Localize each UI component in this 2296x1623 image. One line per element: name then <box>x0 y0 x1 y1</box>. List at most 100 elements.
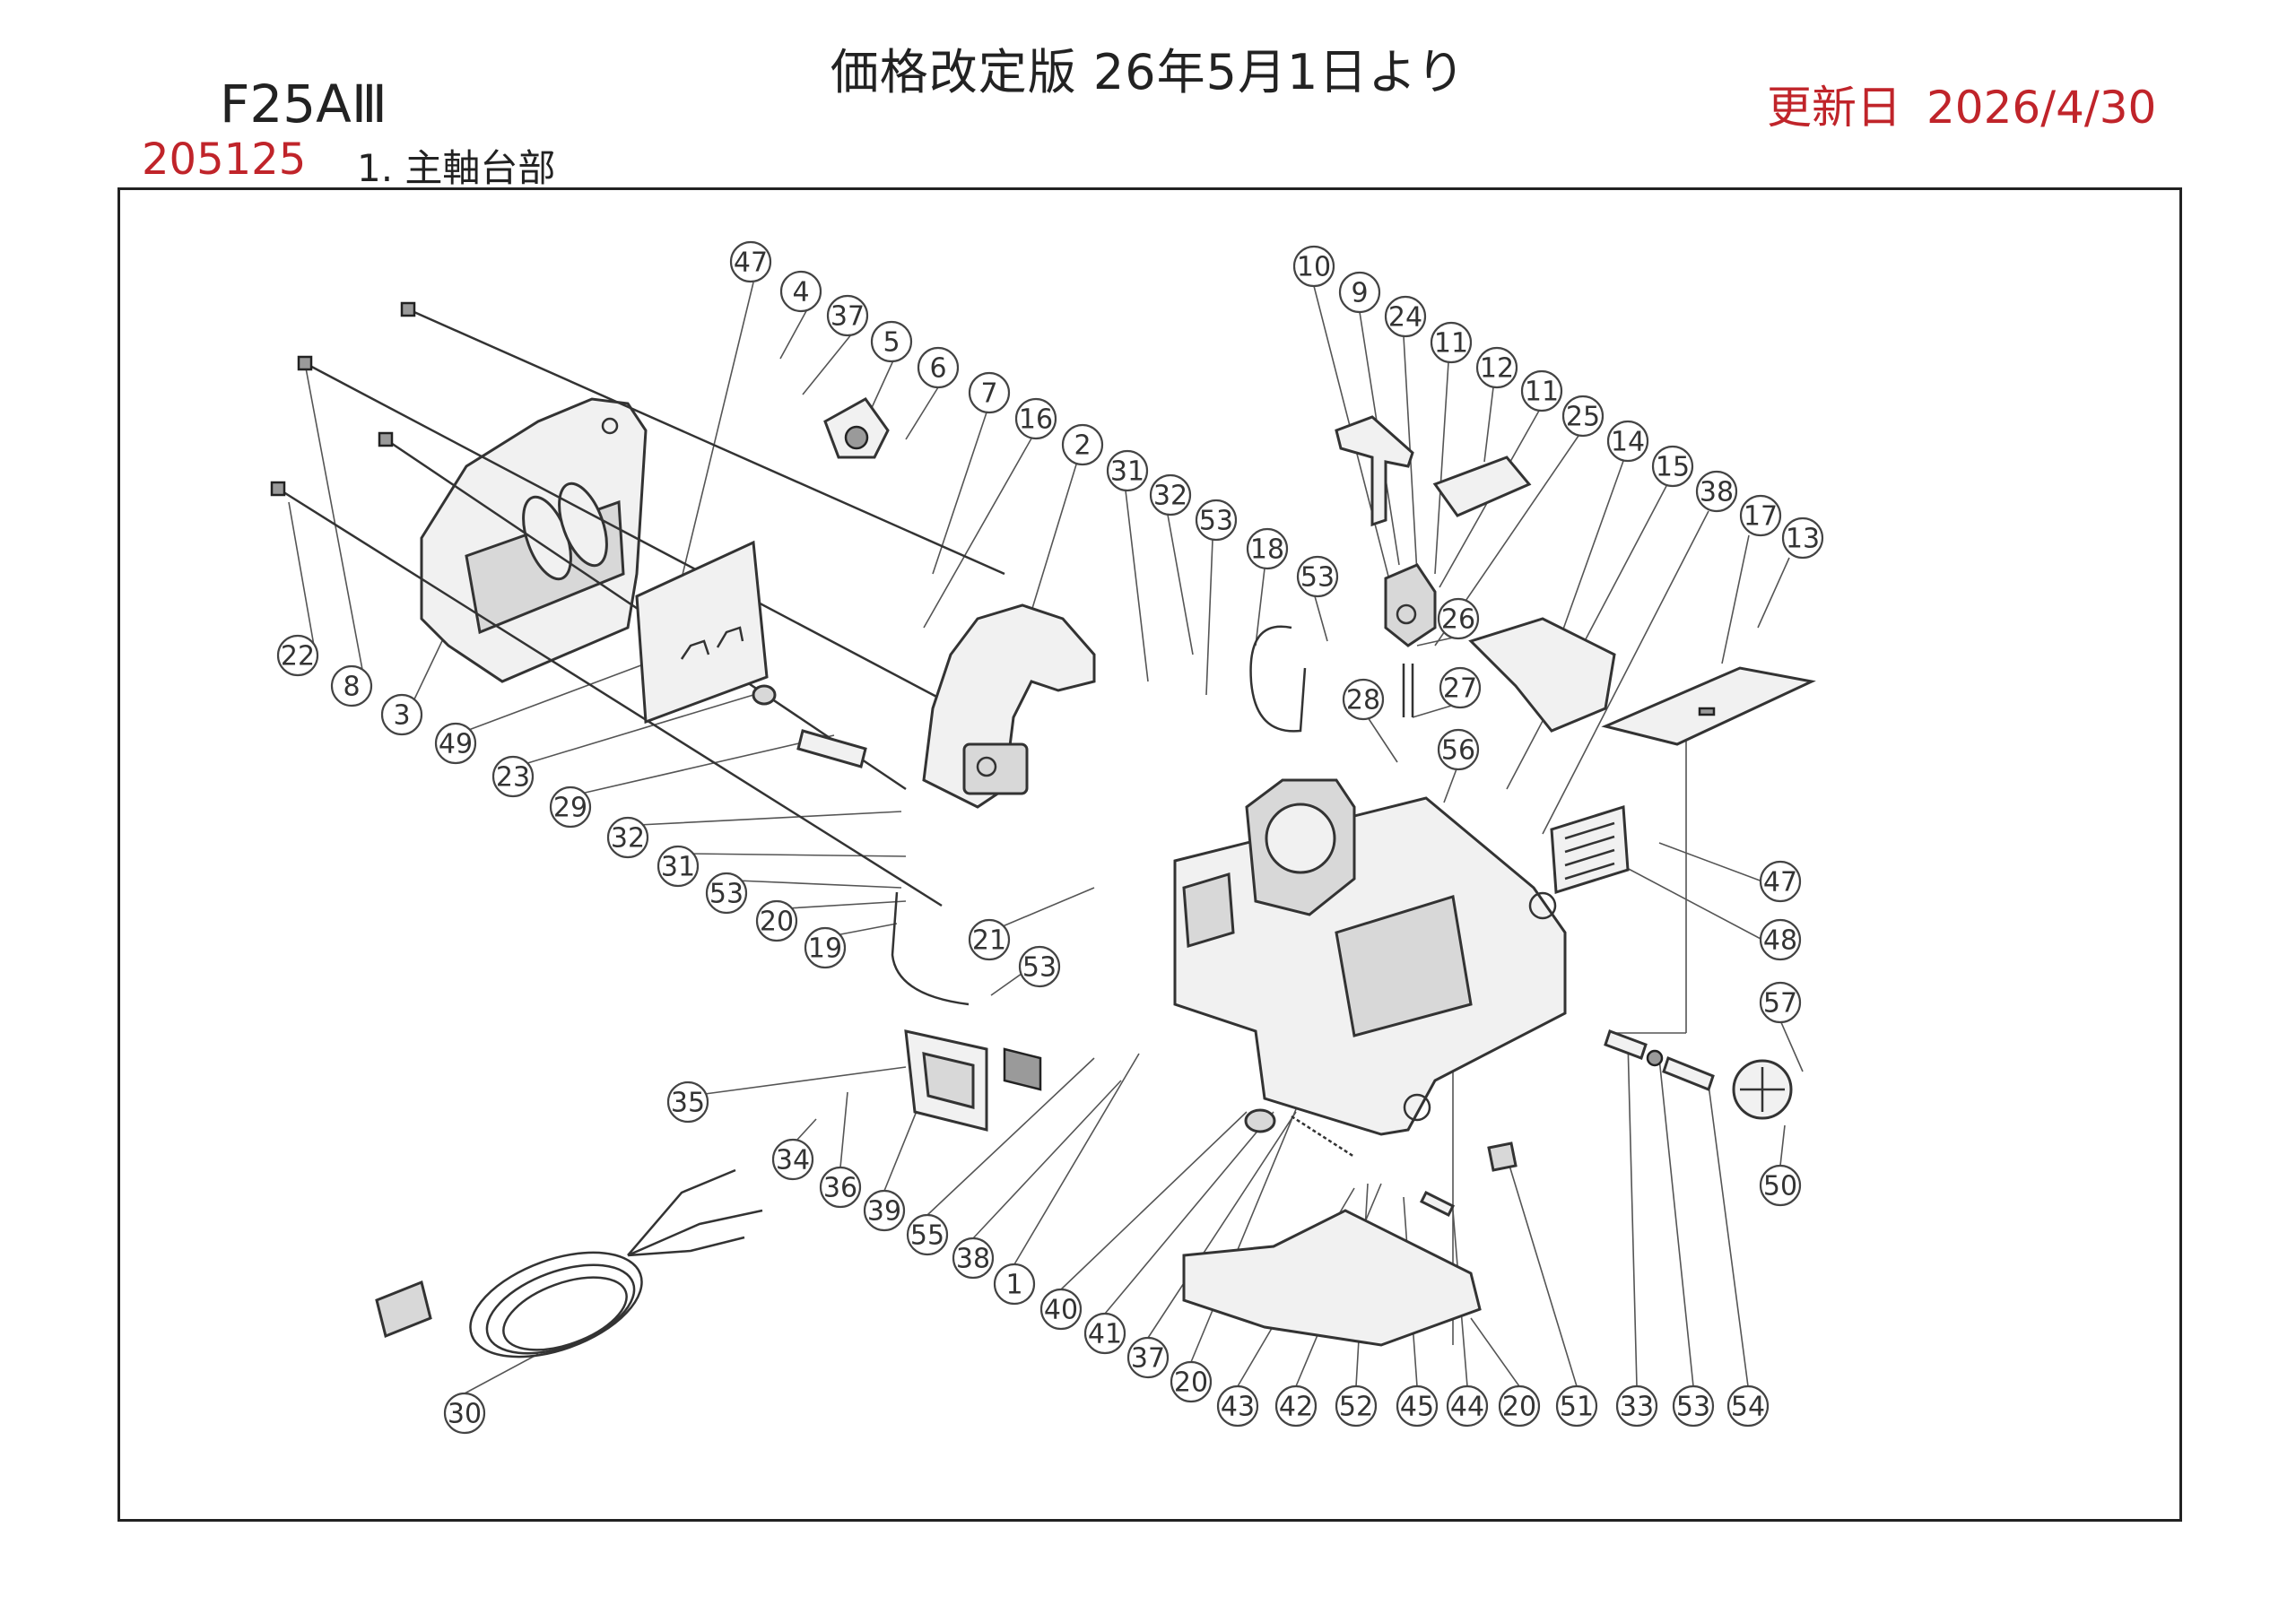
callout-number: 23 <box>496 762 530 794</box>
callout-number: 37 <box>1131 1343 1165 1375</box>
callout-number: 17 <box>1744 501 1778 533</box>
callout-number: 8 <box>343 672 360 703</box>
callout-circle <box>1520 369 1563 412</box>
callout-31: 31 <box>657 845 700 888</box>
callout-circle <box>606 816 649 859</box>
callout-circle <box>657 845 700 888</box>
callout-number: 18 <box>1250 534 1284 566</box>
part-code: 205125 <box>142 135 307 185</box>
callout-number: 12 <box>1480 353 1514 385</box>
callout-7: 7 <box>968 371 1011 414</box>
callout-41: 41 <box>1083 1312 1126 1355</box>
callout-number: 20 <box>760 907 794 938</box>
callout-23: 23 <box>491 755 535 798</box>
callout-number: 53 <box>1300 562 1335 594</box>
callout-number: 53 <box>1199 506 1233 537</box>
callout-circle <box>1061 423 1104 466</box>
callout-circle <box>330 664 373 707</box>
coolant-hose <box>1249 625 1307 733</box>
callout-circle <box>1018 945 1061 988</box>
callout-number: 57 <box>1763 988 1797 1020</box>
callout-49: 49 <box>434 722 477 765</box>
callout-3: 3 <box>380 693 423 736</box>
callout-number: 50 <box>1763 1171 1797 1202</box>
callout-13: 13 <box>1781 516 1824 560</box>
callout-circle <box>276 634 319 677</box>
callout-circle <box>1246 527 1289 570</box>
callout-45: 45 <box>1396 1384 1439 1428</box>
model-name: F25AⅢ <box>220 74 387 135</box>
callout-number: 24 <box>1388 302 1422 334</box>
callout-number: 5 <box>883 327 900 359</box>
callout-number: 33 <box>1620 1392 1654 1423</box>
callout-circle <box>1498 1384 1541 1428</box>
callout-circle <box>1106 449 1149 492</box>
callout-circle <box>826 294 869 337</box>
callout-number: 56 <box>1441 735 1475 767</box>
callout-circle <box>968 918 1011 961</box>
main-base <box>1173 778 1567 1136</box>
callout-43: 43 <box>1216 1384 1259 1428</box>
callout-circle <box>549 785 592 829</box>
callout-number: 47 <box>734 247 768 279</box>
callout-56: 56 <box>1437 728 1480 771</box>
callout-38: 38 <box>1695 470 1738 513</box>
callout-18: 18 <box>1246 527 1289 570</box>
callout-number: 34 <box>776 1145 810 1176</box>
callout-circle <box>1335 1384 1378 1428</box>
callout-15: 15 <box>1651 445 1694 488</box>
callout-circle <box>968 371 1011 414</box>
callout-circle <box>1216 1384 1259 1428</box>
callout-circle <box>1126 1336 1170 1379</box>
callout-54: 54 <box>1726 1384 1770 1428</box>
callout-circle <box>1651 445 1694 488</box>
callout-number: 53 <box>709 879 744 910</box>
callout-circle <box>1672 1384 1715 1428</box>
callout-circle <box>1726 1384 1770 1428</box>
cable-connector <box>1487 1141 1518 1172</box>
callout-circle <box>1739 494 1782 537</box>
callout-number: 47 <box>1763 867 1797 898</box>
callout-number: 19 <box>808 933 842 965</box>
shafts <box>1604 1029 1715 1091</box>
callout-1: 1 <box>993 1263 1036 1306</box>
drive-nut <box>823 397 890 459</box>
callout-35: 35 <box>666 1081 709 1124</box>
top-covers <box>1468 617 1816 746</box>
callout-number: 25 <box>1566 402 1600 433</box>
callout-29: 29 <box>549 785 592 829</box>
callout-number: 13 <box>1786 524 1820 555</box>
callout-number: 32 <box>1153 481 1187 512</box>
callout-52: 52 <box>1335 1384 1378 1428</box>
callout-53: 53 <box>1296 555 1339 598</box>
callout-circle <box>380 693 423 736</box>
callout-number: 52 <box>1339 1392 1373 1423</box>
callout-circle <box>771 1138 814 1181</box>
callout-number: 2 <box>1074 430 1091 462</box>
callout-circle <box>1615 1384 1658 1428</box>
callout-number: 9 <box>1351 278 1368 309</box>
switch-panel <box>904 1029 1042 1132</box>
callout-circle <box>1446 1384 1489 1428</box>
callout-circle <box>863 1189 906 1232</box>
callout-26: 26 <box>1437 597 1480 640</box>
callout-24: 24 <box>1384 295 1427 338</box>
callout-11: 11 <box>1520 369 1563 412</box>
callout-number: 53 <box>1676 1392 1710 1423</box>
callout-number: 31 <box>661 852 695 883</box>
spring-assembly <box>1244 1108 1456 1218</box>
page-title: 価格改定版 26年5月1日より <box>830 44 1466 100</box>
callout-number: 20 <box>1502 1392 1536 1423</box>
callout-circle <box>1149 473 1192 516</box>
callout-number: 6 <box>929 353 946 385</box>
power-cable <box>375 1168 763 1358</box>
callout-number: 16 <box>1019 404 1053 436</box>
callout-number: 36 <box>823 1173 857 1204</box>
callout-20: 20 <box>1498 1384 1541 1428</box>
drain-hose <box>891 891 970 1006</box>
callout-circle <box>1014 397 1057 440</box>
callout-circle <box>1384 295 1427 338</box>
callout-36: 36 <box>819 1166 862 1209</box>
callout-circle <box>1439 666 1482 709</box>
